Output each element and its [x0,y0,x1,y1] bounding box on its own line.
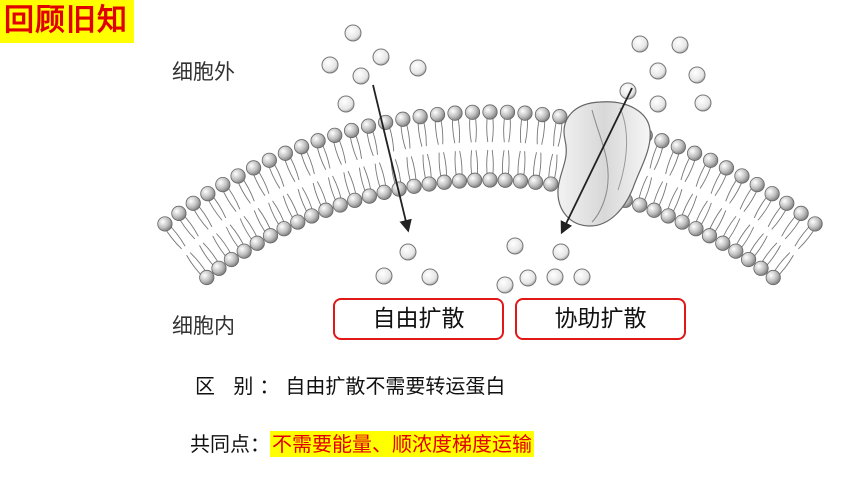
difference-line: 区 别：自由扩散不需要转运蛋白 [195,370,505,399]
difference-value: 自由扩散不需要转运蛋白 [285,374,506,398]
facilitated-diffusion-box: 协助扩散 [515,298,686,340]
page-title: 回顾旧知 [0,0,134,43]
common-line: 共同点：不需要能量、顺浓度梯度运输 [190,428,534,457]
common-value-highlight: 不需要能量、顺浓度梯度运输 [270,431,534,457]
transport-protein [557,101,651,227]
intracellular-label: 细胞内 [172,314,235,338]
solute-molecules [321,24,712,294]
free-diffusion-arrow [372,84,412,233]
facilitated-diffusion-arrow [560,87,633,235]
free-diffusion-box: 自由扩散 [333,298,504,340]
phospholipid-bilayer [157,104,823,286]
common-key: 共同点： [190,432,270,456]
difference-key: 区 别： [195,374,286,398]
extracellular-label: 细胞外 [172,60,235,84]
